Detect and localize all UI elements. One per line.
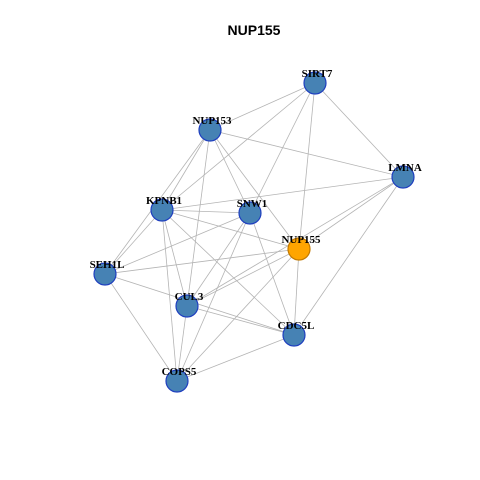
node-snw1: SNW1 [237,198,268,225]
node-label-sirt7: SIRT7 [302,68,333,80]
edge-nup153-nup155 [209,129,300,250]
edge-nup155-seh1l [104,248,300,275]
node-circle-nup153 [198,118,222,142]
node-lmna: LMNA [388,162,422,189]
node-circle-snw1 [238,201,262,225]
node-label-nup155: NUP155 [281,234,321,246]
edge-sirt7-nup153 [209,82,316,131]
node-circle-lmna [391,165,415,189]
edge-nup153-cul3 [186,129,211,307]
node-label-cul3: CUL3 [175,291,204,303]
node-cul3: CUL3 [175,291,204,318]
edge-kpnb1-snw1 [161,209,251,214]
edge-nup155-cdc5l [293,248,300,336]
node-circle-kpnb1 [150,198,174,222]
node-circle-cdc5l [282,323,306,347]
edge-lmna-nup155 [298,176,404,250]
edge-lmna-cdc5l [293,176,404,336]
edge-kpnb1-nup155 [161,209,300,250]
edge-nup155-cops5 [176,248,300,382]
edge-lmna-kpnb1 [161,176,404,211]
diagram-title: NUP155 [228,22,281,38]
node-circle-cul3 [175,294,199,318]
node-label-seh1l: SEH1L [90,259,125,271]
node-label-cdc5l: CDC5L [278,320,315,332]
edge-sirt7-lmna [314,82,404,178]
node-label-cops5: COPS5 [162,366,197,378]
edge-kpnb1-cops5 [161,209,178,382]
node-nup155: NUP155 [281,234,321,261]
node-sirt7: SIRT7 [302,68,333,95]
edge-cul3-cops5 [176,305,188,382]
node-cdc5l: CDC5L [278,320,315,347]
edge-nup153-kpnb1 [161,129,211,211]
edge-seh1l-cdc5l [104,273,295,336]
node-seh1l: SEH1L [90,259,125,286]
edge-kpnb1-cdc5l [161,209,295,336]
node-circle-seh1l [93,262,117,286]
node-kpnb1: KPNB1 [146,195,182,222]
edge-kpnb1-seh1l [104,209,163,275]
node-label-nup153: NUP153 [192,115,232,127]
edge-sirt7-nup155 [298,82,316,250]
edge-kpnb1-cul3 [161,209,188,307]
edge-cdc5l-cops5 [176,334,295,382]
node-cops5: COPS5 [162,366,197,393]
edges-layer [104,82,404,382]
node-nup153: NUP153 [192,115,232,142]
node-circle-sirt7 [303,71,327,95]
edge-seh1l-cops5 [104,273,178,382]
node-label-snw1: SNW1 [237,198,268,210]
edge-cul3-cdc5l [186,305,295,336]
node-label-kpnb1: KPNB1 [146,195,182,207]
edge-snw1-seh1l [104,212,251,275]
edge-snw1-cops5 [176,212,251,382]
edge-snw1-cdc5l [249,212,295,336]
node-circle-nup155 [287,237,311,261]
edge-sirt7-kpnb1 [161,82,316,211]
edge-nup155-cul3 [186,248,300,307]
node-circle-cops5 [165,369,189,393]
node-label-lmna: LMNA [388,162,422,174]
edge-nup153-lmna [209,129,404,178]
